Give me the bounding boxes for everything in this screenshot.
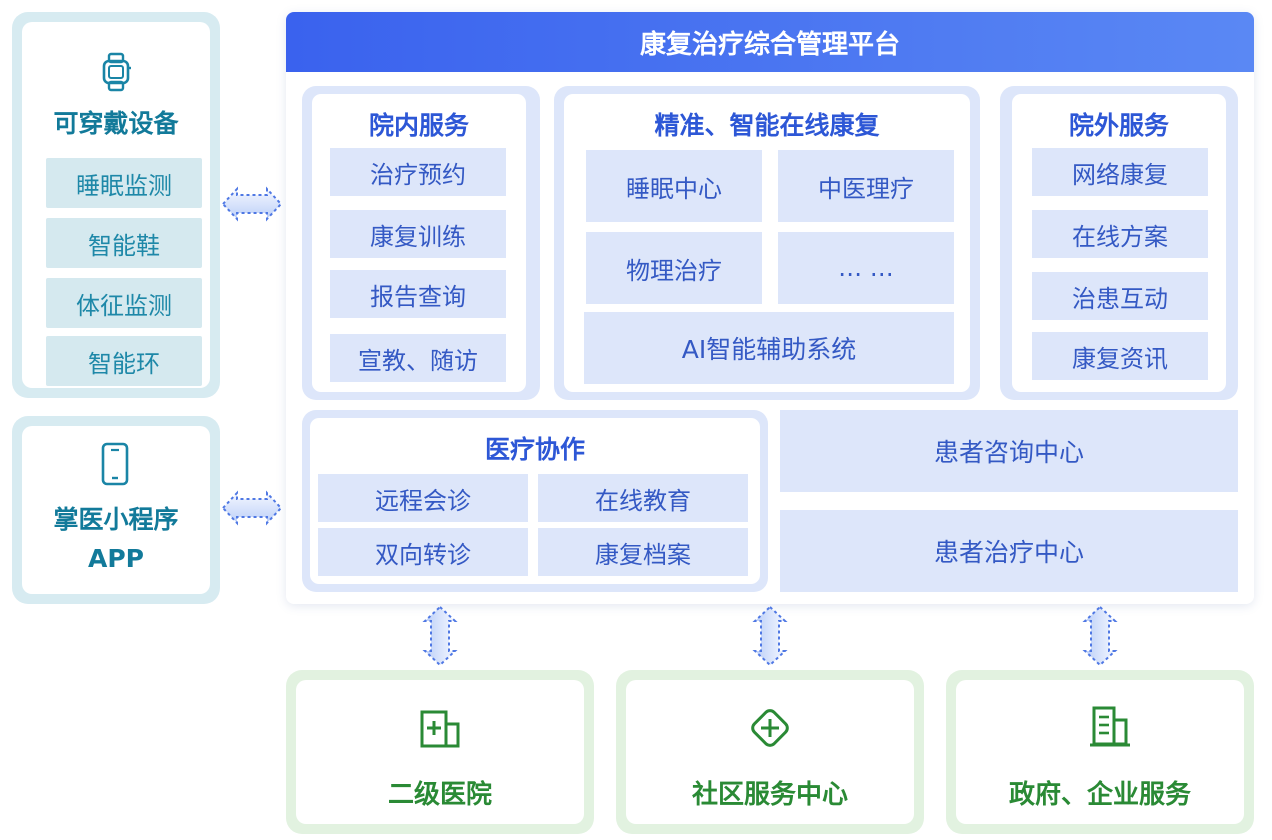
outpatient-title: 院外服务 [1068,111,1169,140]
patient-consult-center: 患者咨询中心 [780,410,1238,492]
institution-government-label: 政府、企业服务 [1008,779,1191,810]
outpatient-item-interaction: 治患互动 [1032,272,1208,320]
online-item-more: … … [778,232,954,304]
wearables-card: 可穿戴设备 睡眠监测 智能鞋 体征监测 智能环 [22,22,210,388]
wearables-title: 可穿戴设备 [53,109,179,138]
institution-government-card: 政府、企业服务 [956,680,1244,824]
platform-panel: 康复治疗综合管理平台 院内服务 治疗预约 康复训练 报告查询 宣教、随访 精准、… [286,12,1254,604]
institution-community-card: 社区服务中心 [626,680,914,824]
wearable-item-vitals: 体征监测 [46,278,202,328]
wearable-item-shoe: 智能鞋 [46,218,202,268]
collaboration-section: 医疗协作 远程会诊 在线教育 双向转诊 康复档案 [302,410,768,592]
smartwatch-icon [99,52,133,92]
outpatient-item-news: 康复资讯 [1032,332,1208,380]
wearable-item-ring: 智能环 [46,336,202,386]
outpatient-item-online-plan: 在线方案 [1032,210,1208,258]
collaboration-title: 医疗协作 [484,435,585,464]
ai-assist-system: AI智能辅助系统 [584,312,954,384]
collab-item-online-education: 在线教育 [538,474,748,522]
wearables-panel: 可穿戴设备 睡眠监测 智能鞋 体征监测 智能环 [12,12,220,398]
online-item-tcm-therapy: 中医理疗 [778,150,954,222]
online-rehab-title: 精准、智能在线康复 [654,111,880,140]
outpatient-card: 院外服务 网络康复 在线方案 治患互动 康复资讯 [1012,94,1226,392]
online-item-sleep-center: 睡眠中心 [586,150,762,222]
inpatient-card: 院内服务 治疗预约 康复训练 报告查询 宣教、随访 [312,94,526,392]
institution-hospital-label: 二级医院 [387,779,492,810]
app-panel: 掌医小程序 APP [12,416,220,604]
app-subtitle: APP [88,543,144,573]
app-title: 掌医小程序 [53,505,179,534]
collab-item-remote-consult: 远程会诊 [318,474,528,522]
wearables-connector-arrow [220,184,284,224]
inpatient-item-training: 康复训练 [330,210,506,258]
wearable-item-sleep: 睡眠监测 [46,158,202,208]
collab-item-rehab-records: 康复档案 [538,528,748,576]
inpatient-item-education: 宣教、随访 [330,334,506,382]
institution-government: 政府、企业服务 [946,670,1254,834]
hospital-building-icon [418,706,462,754]
inpatient-title: 院内服务 [368,111,469,140]
institution-community: 社区服务中心 [616,670,924,834]
inpatient-item-report: 报告查询 [330,270,506,318]
hospital-connector-arrow [420,604,460,668]
office-building-icon [1088,704,1132,754]
app-card: 掌医小程序 APP [22,426,210,594]
institution-community-label: 社区服务中心 [691,779,848,810]
institution-hospital: 二级医院 [286,670,594,834]
collab-item-referral: 双向转诊 [318,528,528,576]
app-connector-arrow [220,488,284,528]
medical-cross-icon [746,704,794,756]
smartphone-icon [100,442,130,486]
outpatient-item-network-rehab: 网络康复 [1032,148,1208,196]
institution-hospital-card: 二级医院 [296,680,584,824]
inpatient-item-appointment: 治疗预约 [330,148,506,196]
community-connector-arrow [750,604,790,668]
outpatient-section: 院外服务 网络康复 在线方案 治患互动 康复资讯 [1000,86,1238,400]
online-item-physical-therapy: 物理治疗 [586,232,762,304]
platform-title: 康复治疗综合管理平台 [286,12,1254,72]
online-rehab-section: 精准、智能在线康复 睡眠中心 中医理疗 物理治疗 … … AI智能辅助系统 [554,86,980,400]
patient-treatment-center: 患者治疗中心 [780,510,1238,592]
online-rehab-card: 精准、智能在线康复 睡眠中心 中医理疗 物理治疗 … … AI智能辅助系统 [564,94,970,392]
inpatient-section: 院内服务 治疗预约 康复训练 报告查询 宣教、随访 [302,86,540,400]
collaboration-card: 医疗协作 远程会诊 在线教育 双向转诊 康复档案 [310,418,760,584]
government-connector-arrow [1080,604,1120,668]
